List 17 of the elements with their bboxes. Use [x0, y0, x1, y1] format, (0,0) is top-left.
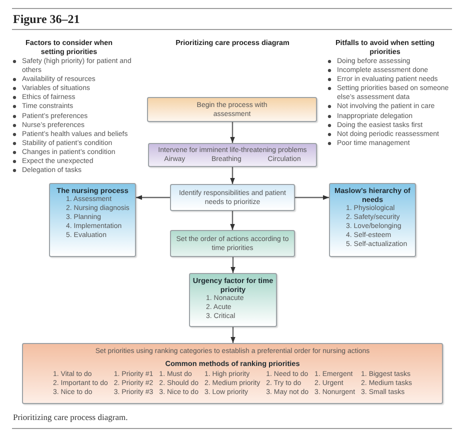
process-box: [170, 184, 295, 211]
process-box: [22, 343, 443, 404]
arrow: [230, 167, 235, 184]
figure-title: Figure 36–21: [13, 12, 80, 27]
process-box: [148, 143, 317, 167]
figure-caption: Prioritizing care process diagram.: [13, 412, 128, 422]
info-box: [49, 183, 136, 257]
process-box: [147, 97, 317, 122]
info-box: [189, 273, 277, 327]
process-box: [170, 230, 295, 257]
arrow: [230, 327, 236, 343]
arrow: [230, 257, 236, 273]
arrow: [136, 195, 170, 200]
arrow: [295, 195, 329, 200]
arrow: [230, 122, 235, 143]
info-box: [329, 183, 416, 257]
arrow: [230, 211, 235, 230]
